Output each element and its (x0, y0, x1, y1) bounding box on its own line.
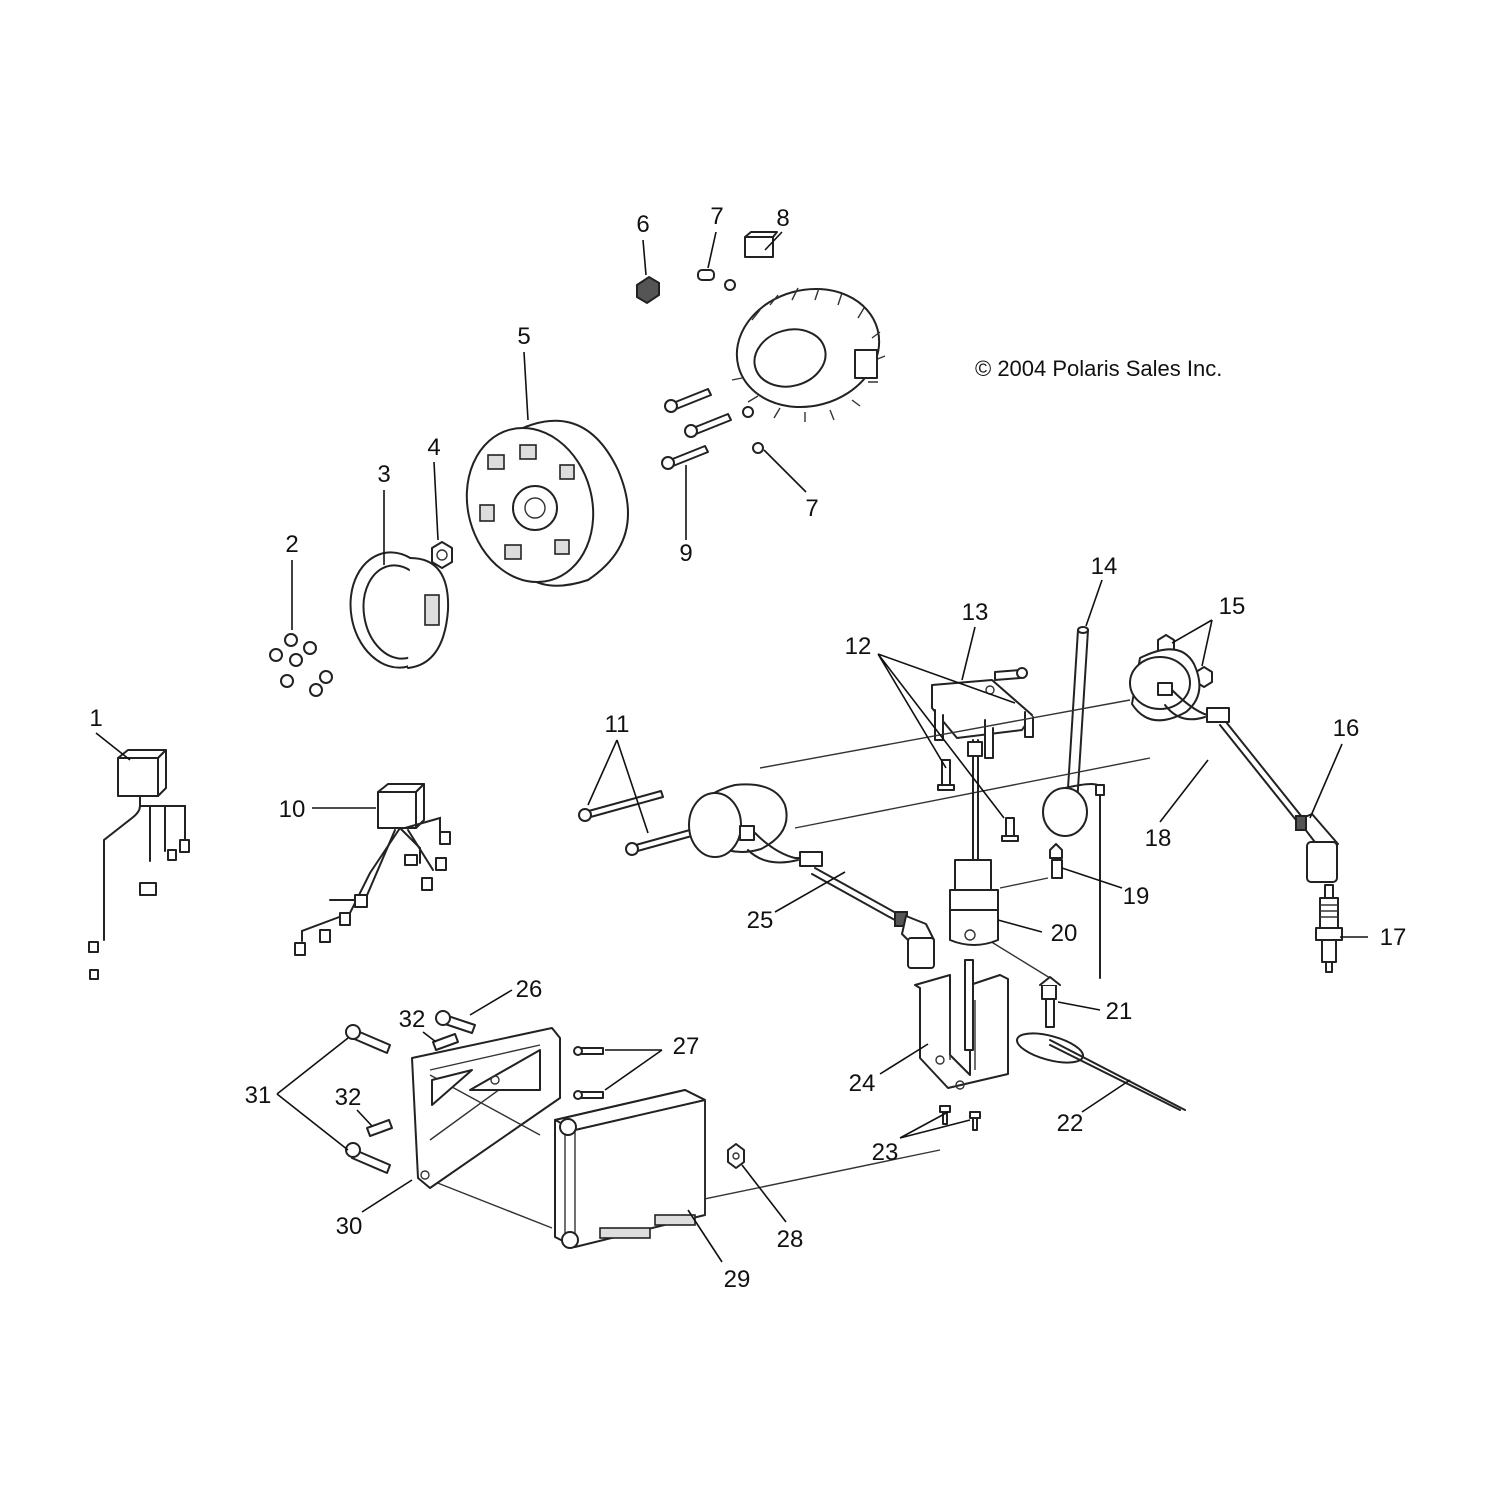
callout-22: 22 (1057, 1110, 1084, 1137)
callout-2: 2 (285, 531, 298, 558)
part-30-ecu-bracket (411, 1027, 561, 1189)
part-22-pickup-screen (1016, 1032, 1186, 1111)
callout-3: 3 (377, 461, 390, 488)
callout-23: 23 (872, 1139, 899, 1166)
part-26-bolt (435, 1010, 476, 1034)
part-10-relay-harness (294, 783, 451, 956)
callout-7-lower: 7 (805, 495, 818, 522)
part-1-relay-harness (88, 749, 190, 980)
callout-27: 27 (673, 1033, 700, 1060)
part-17-spark-plug (1315, 884, 1343, 973)
part-32-spacers (366, 1033, 459, 1137)
part-19-fitting (1049, 843, 1063, 879)
callout-29: 29 (724, 1266, 751, 1293)
callout-11: 11 (605, 711, 630, 738)
callout-9: 9 (679, 540, 692, 567)
callout-21: 21 (1106, 998, 1133, 1025)
callout-26: 26 (516, 976, 543, 1003)
callout-31: 31 (245, 1082, 272, 1109)
hose-clamp (1042, 783, 1105, 979)
callout-10: 10 (279, 796, 306, 823)
copyright-text: © 2004 Polaris Sales Inc. (975, 356, 1222, 381)
part-16-boot (1295, 813, 1339, 883)
callout-30: 30 (336, 1213, 363, 1240)
part-8-stator (731, 231, 886, 422)
callout-20: 20 (1051, 920, 1078, 947)
part-21-fitting (1039, 976, 1061, 1028)
callout-12: 12 (845, 633, 872, 660)
alignment-lines (429, 699, 1151, 1231)
leader-lines (95, 231, 1368, 1263)
callout-5: 5 (517, 323, 530, 350)
part-27-rivets (573, 1046, 604, 1100)
part-6-clip (636, 275, 660, 305)
callout-17: 17 (1380, 924, 1407, 951)
callout-19: 19 (1123, 883, 1150, 910)
part-29-ecu (554, 1089, 706, 1249)
part-12-screws (937, 667, 1028, 842)
part-13-coil-bracket (931, 679, 1034, 759)
part-31-bolts (345, 1024, 391, 1174)
ignition-coil-left (688, 783, 823, 867)
callout-28: 28 (777, 1226, 804, 1253)
part-7-screws-upper (697, 269, 736, 291)
part-18-lead-right (1219, 721, 1307, 826)
callouts: 1 2 3 4 5 6 7 7 8 9 10 11 12 13 14 15 16… (89, 203, 1406, 1293)
part-5-flywheel (465, 419, 629, 587)
part-3-starter-cup (349, 551, 450, 669)
callout-25: 25 (747, 907, 774, 934)
part-7-screws-lower (742, 406, 764, 454)
callout-1: 1 (89, 705, 102, 732)
part-4-nut (431, 541, 453, 569)
part-25-lead-left (811, 867, 935, 969)
callout-6: 6 (636, 211, 649, 238)
part-23-rivets (939, 1105, 981, 1131)
part-20-sensor (949, 739, 999, 946)
callout-4: 4 (427, 434, 440, 461)
ignition-coil-right (1129, 648, 1230, 723)
part-2-bolts (269, 633, 333, 697)
callout-18: 18 (1145, 825, 1172, 852)
callout-32-lower: 32 (335, 1084, 362, 1111)
part-28-nut (727, 1143, 745, 1169)
callout-14: 14 (1091, 553, 1118, 580)
callout-16: 16 (1333, 715, 1360, 742)
callout-24: 24 (849, 1070, 876, 1097)
callout-15: 15 (1219, 593, 1246, 620)
callout-32-upper: 32 (399, 1006, 426, 1033)
callout-13: 13 (962, 599, 989, 626)
callout-7-upper: 7 (710, 203, 723, 230)
part-24-bracket (914, 959, 1009, 1090)
part-9-bolts (661, 388, 732, 470)
callout-8: 8 (776, 205, 789, 232)
